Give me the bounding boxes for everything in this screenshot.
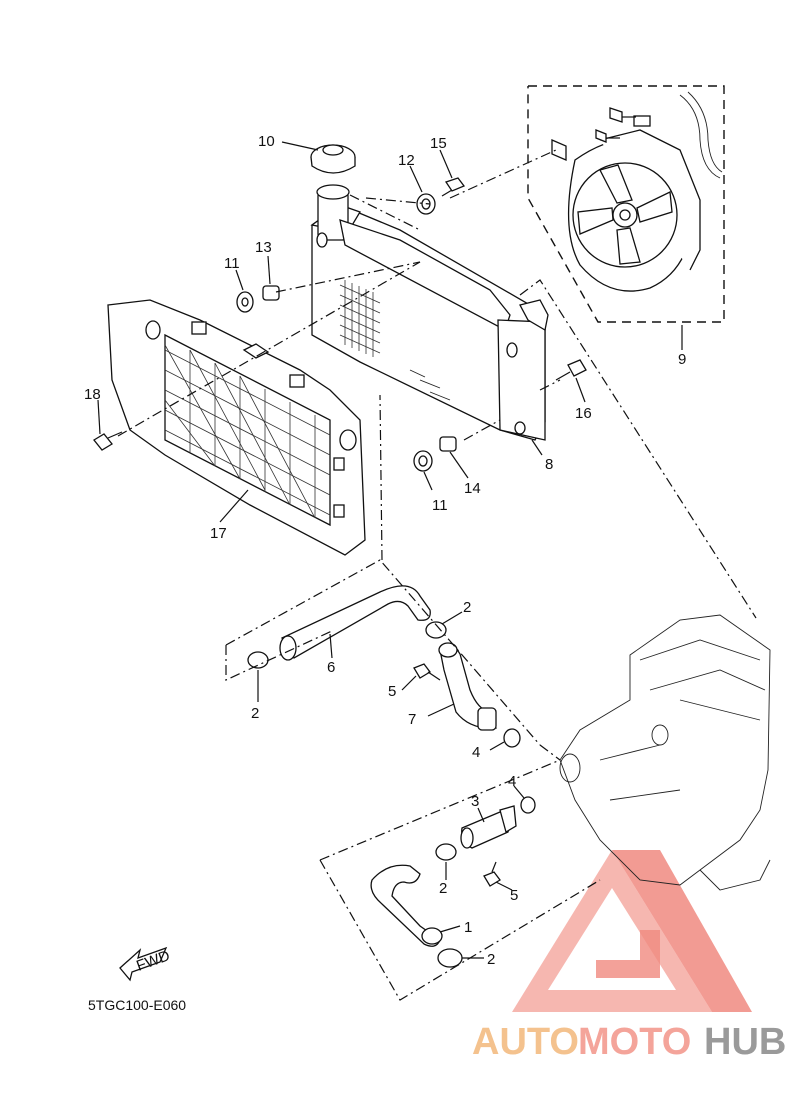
- watermark-text-hub: HUB: [704, 1021, 786, 1063]
- callout-labels: 10 15 12 13 11 18 17 9 16 8 11 14 2 6 2 …: [84, 133, 686, 968]
- hose-1: [370, 864, 443, 947]
- callout-5-b: 5: [510, 887, 518, 904]
- callout-9: 9: [678, 351, 686, 368]
- callout-2-d: 2: [487, 951, 495, 968]
- clamps-and-rings: [247, 621, 536, 968]
- watermark-logo: AUTO MOTO HUB: [472, 850, 786, 1063]
- watermark-text-moto: MOTO: [578, 1021, 691, 1063]
- watermark-text-auto: AUTO: [472, 1021, 579, 1063]
- callout-3: 3: [471, 793, 479, 810]
- diagram-code: 5TGC100-E060: [88, 997, 186, 1013]
- fan-assembly: [527, 85, 725, 323]
- hose-7: [438, 642, 497, 731]
- pipe-3: [460, 805, 517, 849]
- callout-12: 12: [398, 152, 415, 169]
- callout-10: 10: [258, 133, 275, 150]
- assembly-lines: [117, 149, 757, 1001]
- callout-18: 18: [84, 386, 101, 403]
- radiator: [310, 184, 549, 441]
- callout-2-a: 2: [251, 705, 259, 722]
- callout-6: 6: [327, 659, 335, 676]
- callout-11-top: 11: [224, 255, 240, 272]
- callout-4-a: 4: [472, 744, 480, 761]
- callout-11-bottom: 11: [432, 497, 448, 514]
- leader-lines: [97, 141, 683, 959]
- radiator-cap: [310, 144, 356, 174]
- callout-5-a: 5: [388, 683, 396, 700]
- fwd-arrow-icon: FWD: [119, 946, 172, 982]
- guard-mesh: [164, 344, 331, 519]
- engine-block: [559, 614, 771, 891]
- callout-15: 15: [430, 135, 447, 152]
- callout-2-b: 2: [463, 599, 471, 616]
- callout-17: 17: [210, 525, 227, 542]
- callout-2-c: 2: [439, 880, 447, 897]
- callout-4-b: 4: [508, 773, 516, 790]
- radiator-core-grid: [339, 280, 381, 357]
- callout-13: 13: [255, 239, 272, 256]
- callout-16: 16: [575, 405, 592, 422]
- radiator-guard: [107, 299, 366, 556]
- callout-8: 8: [545, 456, 553, 473]
- hose-6: [279, 585, 431, 661]
- callout-14: 14: [464, 480, 481, 497]
- callout-1: 1: [464, 919, 472, 936]
- callout-7: 7: [408, 711, 416, 728]
